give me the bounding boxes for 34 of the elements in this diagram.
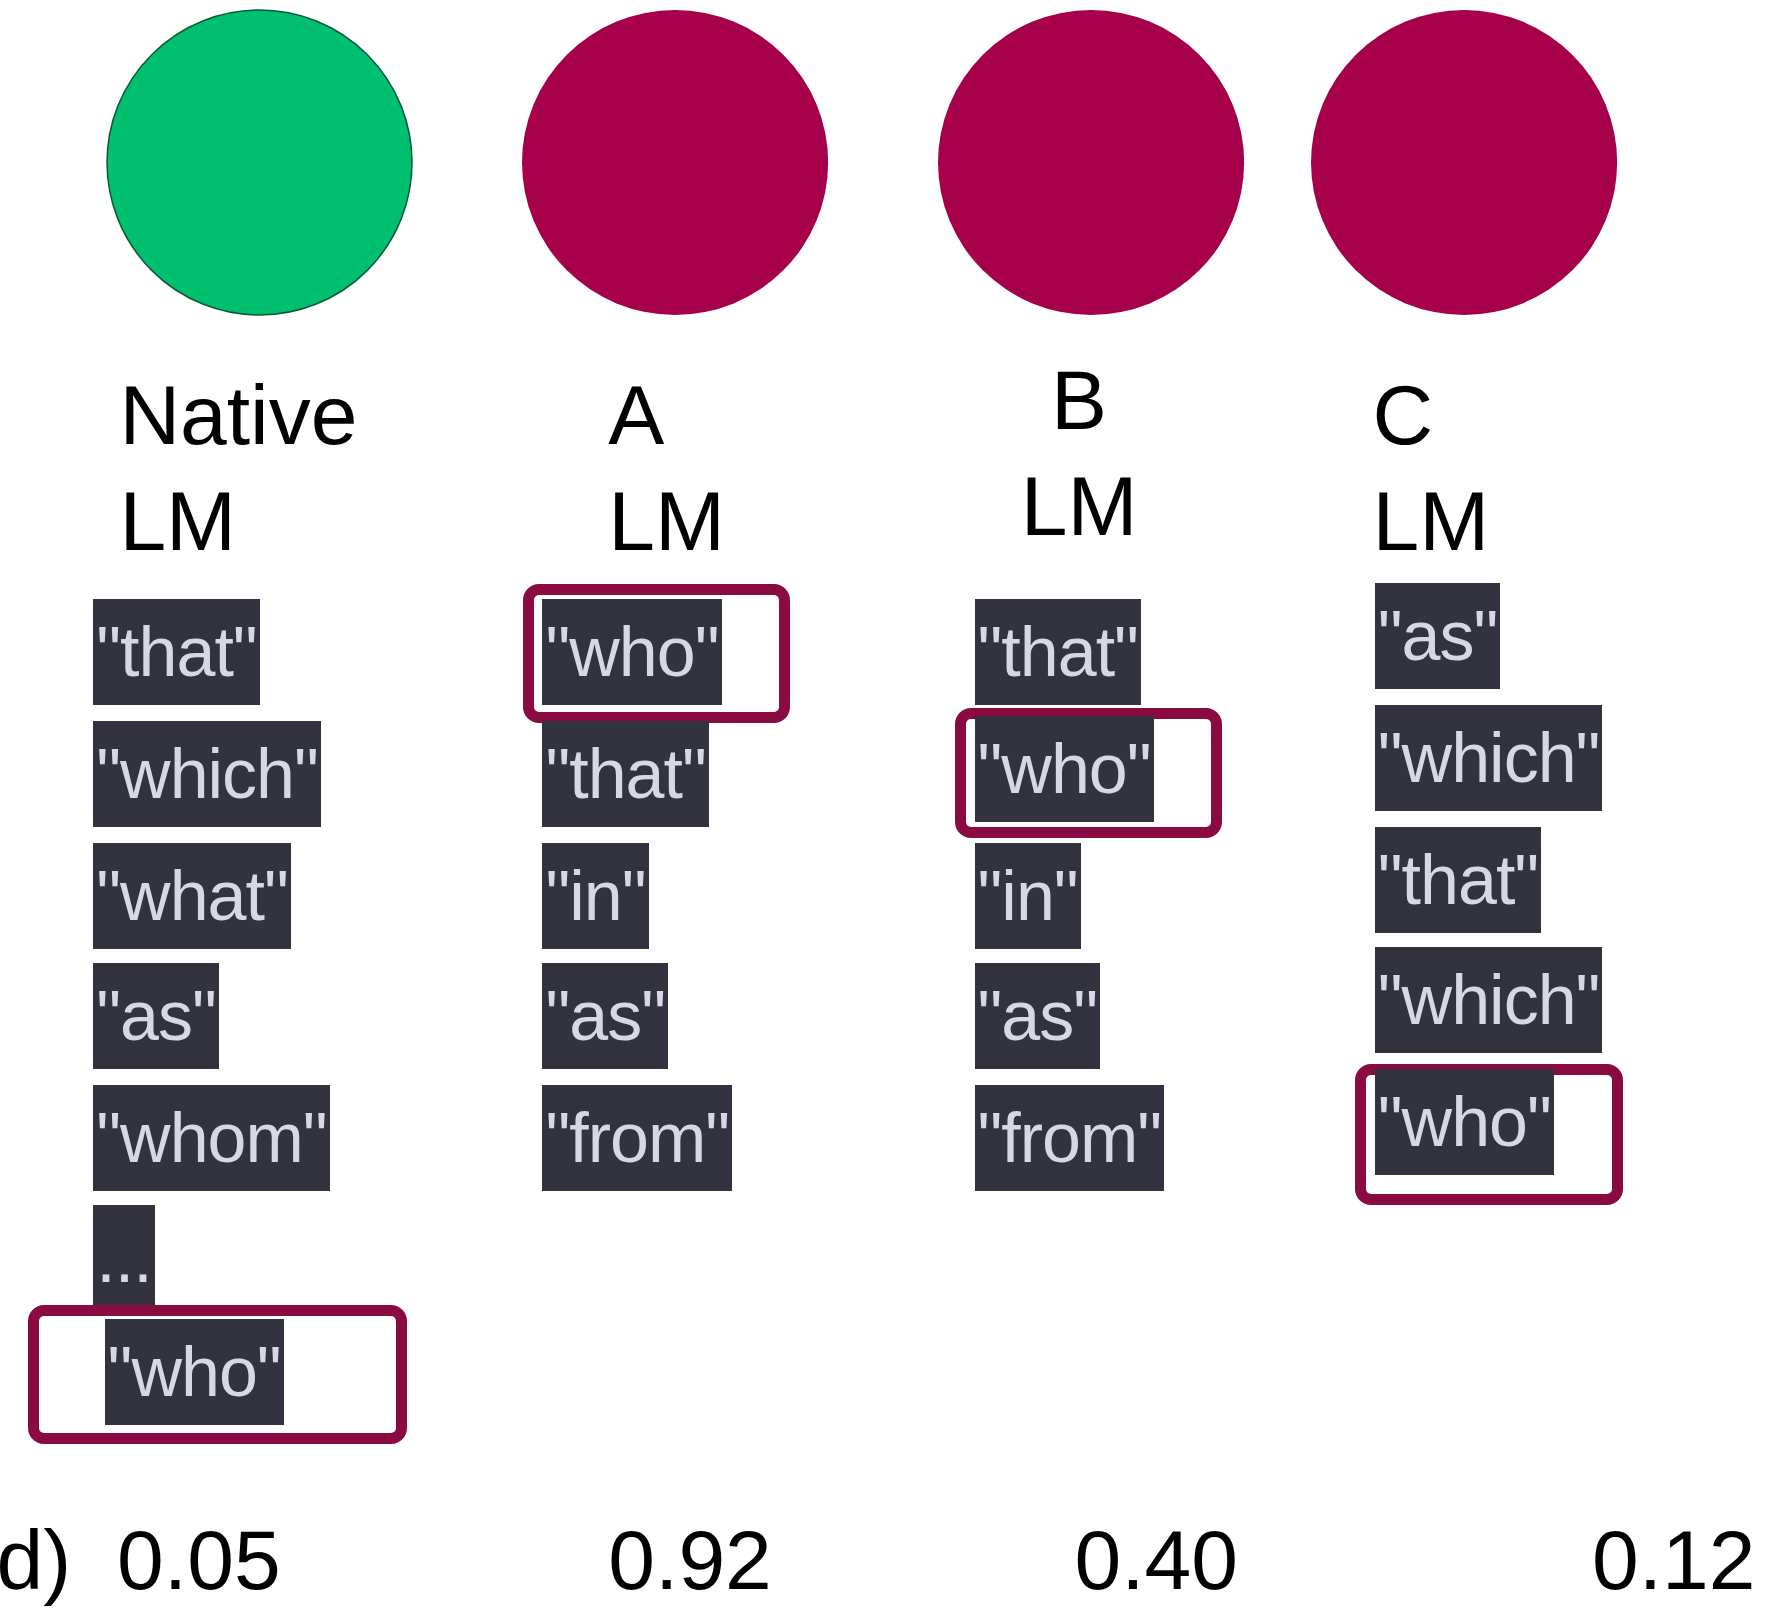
highlight-outline [523,584,791,724]
highlight-outline [1355,1064,1623,1206]
word-token: "that" [93,599,260,706]
word-token: "whom" [93,1084,330,1191]
score-value: 0.12 [1591,1511,1756,1608]
word-token: "who" [542,599,722,706]
word-token: "as" [93,963,219,1070]
highlight-outline [28,1305,408,1445]
column-heading: C LM [1372,366,1491,570]
word-token: "what" [93,842,291,949]
word-token: "which" [1374,947,1603,1054]
word-token: "in" [974,842,1081,949]
word-token: "who" [104,1319,284,1426]
word-token: "from" [542,1084,733,1191]
score-value: 0.92 [608,1511,772,1608]
column-heading: B LM [1019,351,1139,555]
word-token: "that" [974,599,1141,706]
column-heading: Native LM [119,366,359,570]
word-token: "which" [93,720,321,827]
score-value: 0.40 [1074,1511,1239,1608]
word-token: "who" [974,716,1154,823]
word-token: "as" [1374,583,1501,690]
word-token: "that" [1374,826,1542,933]
score-value: 0.05 [117,1511,281,1608]
word-token: "who" [1374,1068,1554,1175]
word-token: "which" [1374,705,1603,811]
word-token: "as" [542,963,669,1070]
word-token: "that" [542,720,709,827]
score-value: d) [0,1511,72,1608]
column-heading: A LM [608,366,727,570]
highlight-outline [955,708,1223,839]
word-token: "in" [542,842,649,949]
word-token: "from" [974,1084,1165,1191]
word-token: "as" [974,963,1101,1070]
